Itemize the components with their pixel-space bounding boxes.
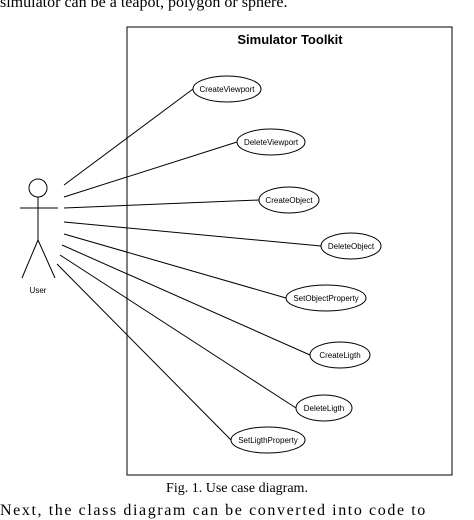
figure-caption: Fig. 1. Use case diagram. (166, 481, 308, 496)
system-title: Simulator Toolkit (237, 32, 343, 47)
association-set-object-property (63, 233, 287, 299)
use-cases: CreateViewportDeleteViewportCreateObject… (192, 75, 382, 454)
use-case-ellipse (285, 284, 367, 312)
system-boundary (126, 26, 453, 476)
association-delete-ligth (59, 254, 297, 409)
use-case-ellipse (320, 232, 382, 260)
association-create-object (63, 199, 260, 209)
actor-figure (20, 178, 58, 279)
use-case-label: SetObjectProperty (293, 294, 358, 303)
use-case-delete-object: DeleteObject (320, 232, 382, 260)
use-case-ellipse (192, 75, 262, 103)
use-case-label: DeleteObject (328, 242, 375, 251)
use-case-ellipse (236, 128, 306, 156)
body-text-bottom: Next, the class diagram can be converted… (0, 502, 427, 519)
body-text-top: simulator can be a teapot, polygon or sp… (0, 0, 288, 11)
use-case-set-object-property: SetObjectProperty (285, 284, 367, 312)
use-case-ellipse (295, 394, 353, 422)
association-set-ligth-property (56, 263, 232, 441)
use-case-label: DeleteViewport (244, 138, 299, 147)
use-case-ellipse (309, 341, 371, 369)
actor-label: User (30, 286, 47, 295)
use-case-label: SetLigthProperty (238, 436, 298, 445)
use-case-label: DeleteLigth (304, 404, 344, 413)
association-lines (56, 88, 322, 441)
use-case-delete-viewport: DeleteViewport (236, 128, 306, 156)
use-case-create-viewport: CreateViewport (192, 75, 262, 103)
use-case-ellipse (258, 186, 320, 214)
association-create-viewport (63, 88, 194, 186)
use-case-create-ligth: CreateLigth (309, 341, 371, 369)
association-delete-object (63, 221, 322, 247)
use-case-label: CreateLigth (319, 351, 360, 360)
use-case-label: CreateObject (265, 196, 313, 205)
use-case-ellipse (230, 426, 306, 454)
use-case-create-object: CreateObject (258, 186, 320, 214)
association-delete-viewport (63, 141, 238, 198)
use-case-label: CreateViewport (200, 85, 256, 94)
use-case-delete-ligth: DeleteLigth (295, 394, 353, 422)
association-create-ligth (61, 244, 311, 356)
use-case-set-ligth-property: SetLigthProperty (230, 426, 306, 454)
